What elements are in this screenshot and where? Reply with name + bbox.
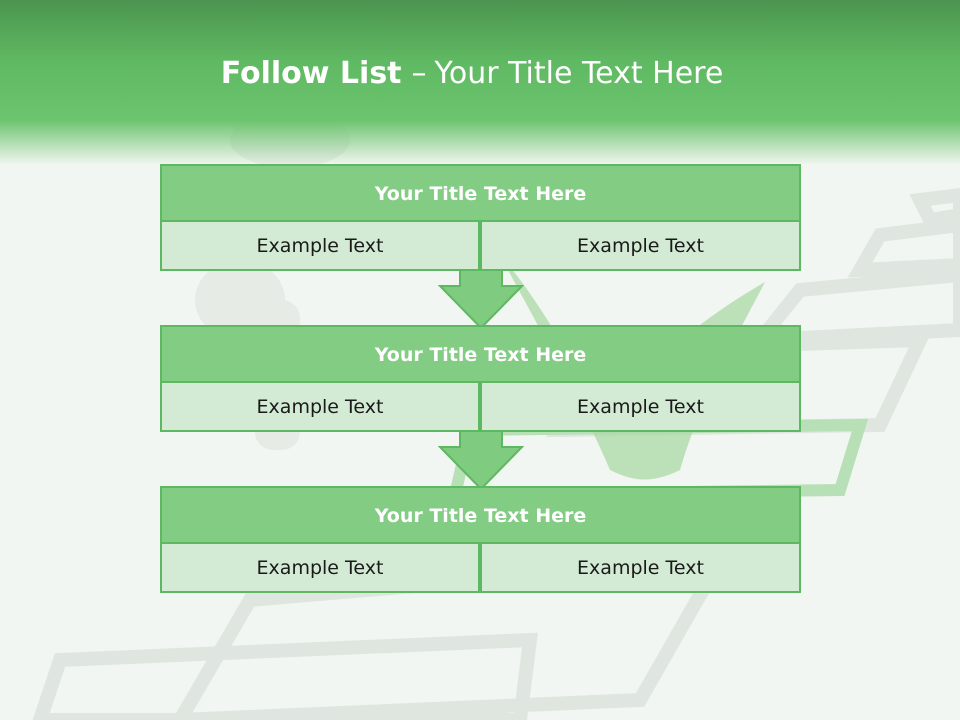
title-bold-part: Follow List bbox=[220, 56, 402, 91]
block-cell-left: Example Text bbox=[160, 220, 480, 271]
block-title: Your Title Text Here bbox=[160, 486, 801, 546]
block-title: Your Title Text Here bbox=[160, 164, 801, 224]
block-cell-right: Example Text bbox=[480, 220, 801, 271]
block-cell-left: Example Text bbox=[160, 381, 480, 432]
block-cell-right: Example Text bbox=[480, 381, 801, 432]
block-cell-left: Example Text bbox=[160, 542, 480, 593]
down-arrow-icon bbox=[438, 270, 524, 330]
title-separator: – bbox=[411, 56, 427, 91]
block-title: Your Title Text Here bbox=[160, 325, 801, 385]
down-arrow-icon bbox=[438, 431, 524, 491]
slide-title: Follow List–Your Title Text Here bbox=[0, 56, 944, 91]
title-rest-part: Your Title Text Here bbox=[434, 56, 724, 91]
header-band: Follow List–Your Title Text Here bbox=[0, 0, 960, 165]
block-cell-right: Example Text bbox=[480, 542, 801, 593]
